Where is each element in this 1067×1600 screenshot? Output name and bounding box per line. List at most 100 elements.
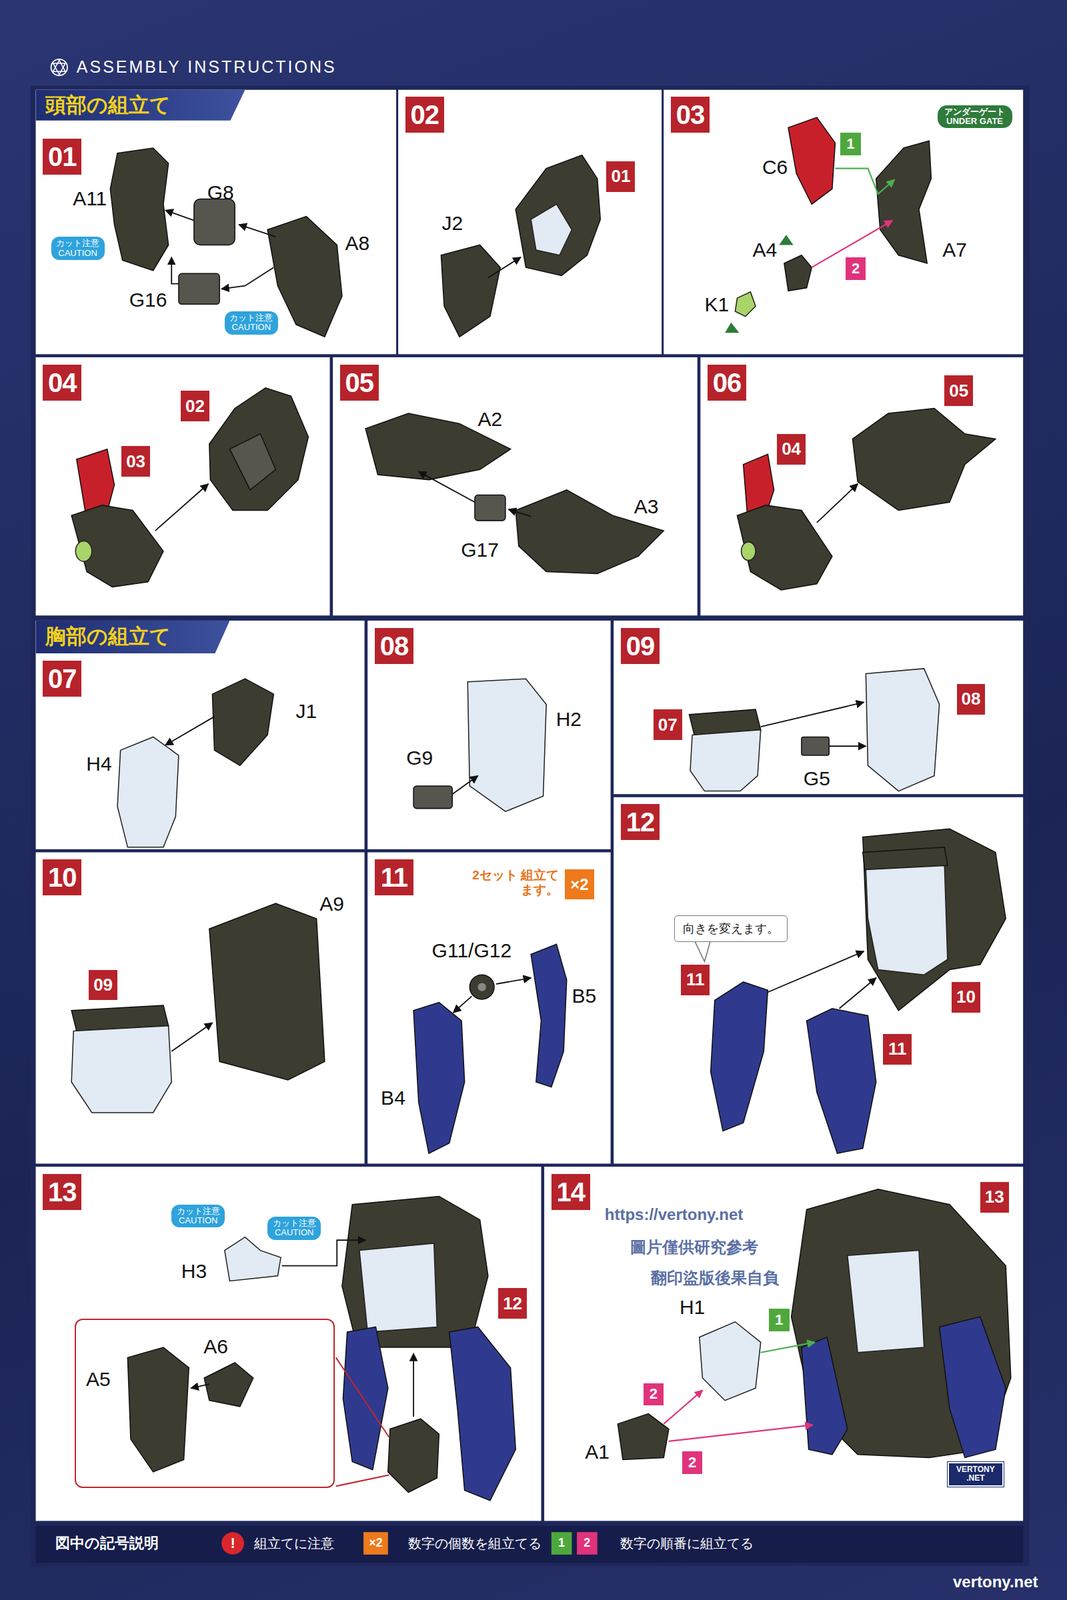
note-text: 向きを変えます。 xyxy=(682,922,779,936)
legend-symbol: ×2 xyxy=(368,1537,383,1551)
step-04-parts xyxy=(71,388,309,588)
panel-ground xyxy=(36,357,331,616)
step-14-parts xyxy=(617,1414,669,1461)
step-13-parts xyxy=(336,1357,390,1487)
legend-symbols xyxy=(363,1532,389,1556)
watermark: https://vertony.net xyxy=(604,1206,744,1224)
count-text: ×2 xyxy=(570,875,589,895)
step-07-parts xyxy=(117,678,274,848)
watermark: 翻印盜版後果自負 xyxy=(650,1269,779,1288)
step-11-parts xyxy=(496,978,531,985)
order-badge: 2 xyxy=(845,257,867,281)
step-06-parts xyxy=(816,484,858,523)
reference-number: 08 xyxy=(961,688,981,710)
step-04-parts xyxy=(155,484,209,531)
panel-ground xyxy=(36,90,397,355)
step-panel: 11×2 xyxy=(367,852,611,1164)
part-name: G8 xyxy=(207,180,235,203)
order-badge: 1 xyxy=(840,132,861,156)
reference-number: 02 xyxy=(185,396,205,417)
step-01-parts xyxy=(171,257,179,285)
step-09-parts xyxy=(828,745,866,747)
caution-text: カット注意 CAUTION xyxy=(176,1206,221,1226)
step-02-parts xyxy=(440,155,601,338)
part-name: H2 xyxy=(556,707,582,730)
step-10-parts xyxy=(171,1022,213,1052)
step-14-parts xyxy=(847,1251,925,1354)
part-name: G11/G12 xyxy=(432,939,513,962)
gate-text: アンダーゲート UNDER GATE xyxy=(944,106,1005,127)
note-bubble: 向きを変えます。 xyxy=(674,915,788,943)
step-01-parts xyxy=(165,210,195,221)
step-number: 12 xyxy=(620,804,660,841)
step-number: 01 xyxy=(42,138,82,175)
order-badge: 1 xyxy=(768,1309,790,1332)
step-04-parts xyxy=(209,388,309,511)
step-11-parts xyxy=(453,996,473,1013)
step-panel: 05 xyxy=(332,357,698,616)
step-number: 10 xyxy=(42,859,82,896)
step-12-parts xyxy=(710,982,769,1132)
step-09-parts xyxy=(865,668,939,792)
watermark: 圖片僅供研究參考 xyxy=(630,1239,759,1257)
step-13-parts xyxy=(190,1384,210,1389)
reference-number: 03 xyxy=(126,451,146,473)
legend-text: 数字の個数を組立てる xyxy=(408,1536,542,1552)
step-number: 08 xyxy=(374,628,414,665)
step-01-parts xyxy=(178,273,220,305)
step-04-parts xyxy=(75,540,92,562)
part-name: B4 xyxy=(380,1086,406,1109)
step-09-parts xyxy=(760,702,865,727)
step-panel: 12向きを変えます。111011 xyxy=(613,797,1023,1165)
step-05-parts xyxy=(515,490,664,575)
step-panel: 08 xyxy=(367,620,611,850)
set-note: 2セット 組立てます。 xyxy=(472,868,559,899)
step-06-parts xyxy=(736,408,995,591)
section-band: 胸部の組立て xyxy=(36,620,231,654)
step-06-parts xyxy=(852,408,995,511)
part-name: H3 xyxy=(181,1260,207,1283)
reference-number: 10 xyxy=(956,986,976,1008)
step-05-parts xyxy=(418,471,475,503)
step-reference: 10 xyxy=(951,982,981,1013)
legend-entry: 組立てに注意 xyxy=(254,1536,335,1552)
order-number: 1 xyxy=(774,1311,783,1330)
panel-ground xyxy=(613,797,1023,1165)
reference-number: 05 xyxy=(948,380,969,402)
step-13-parts xyxy=(282,1240,367,1266)
step-02-parts xyxy=(488,257,521,279)
step-11-parts xyxy=(478,982,487,991)
title-icon xyxy=(51,59,68,76)
step-13-parts xyxy=(204,1363,253,1408)
step-08-parts xyxy=(467,678,547,812)
part-name: A5 xyxy=(86,1368,111,1392)
step-14-parts xyxy=(617,1189,1011,1461)
step-number: 03 xyxy=(670,96,710,133)
step-03-parts xyxy=(876,140,932,264)
step-reference: 11 xyxy=(882,1034,912,1065)
legend-symbol: 1 xyxy=(558,1537,565,1551)
step-03-parts xyxy=(788,117,835,205)
part-name: A4 xyxy=(752,238,777,261)
step-number: 07 xyxy=(42,660,82,697)
step-09-parts xyxy=(801,736,829,756)
step-04-parts xyxy=(229,434,276,491)
step-number: 05 xyxy=(340,364,379,401)
caution-bubble: カット注意 CAUTION xyxy=(51,236,105,261)
part-name: A11 xyxy=(72,187,107,210)
step-13-parts xyxy=(359,1243,437,1333)
step-02-parts xyxy=(530,204,572,256)
assembly-illustration xyxy=(30,59,1029,1567)
step-panel: 10 09 xyxy=(36,852,365,1164)
reference-number: 09 xyxy=(93,974,113,996)
step-13-parts xyxy=(388,1419,440,1493)
caution-text: カット注意 CAUTION xyxy=(229,312,273,333)
step-12-parts xyxy=(767,951,864,993)
step-number: 02 xyxy=(405,96,445,133)
legend-text: 組立てに注意 xyxy=(254,1536,335,1552)
order-number: 2 xyxy=(649,1385,658,1404)
step-panel: 07 xyxy=(36,620,365,850)
step-14-parts xyxy=(939,1317,1007,1458)
